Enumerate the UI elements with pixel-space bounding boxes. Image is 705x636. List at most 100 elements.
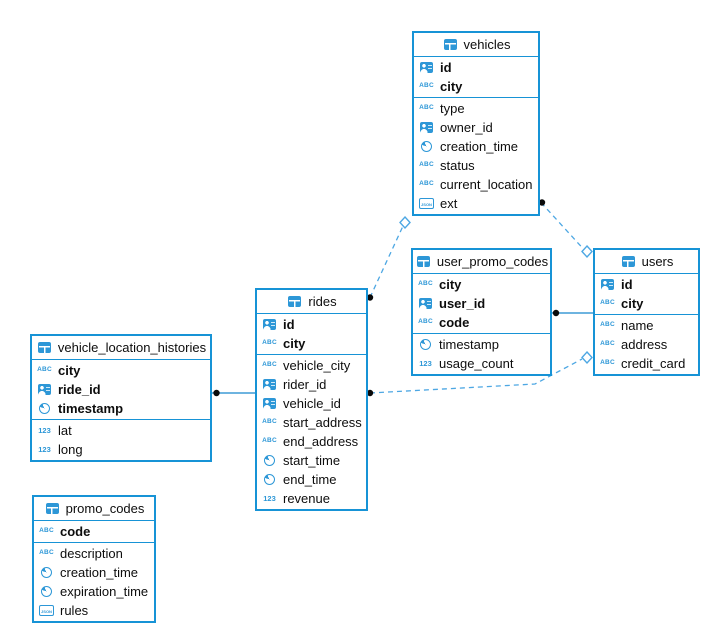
123-icon — [36, 443, 53, 456]
column-label: address — [621, 337, 668, 352]
column-row[interactable]: name — [595, 316, 698, 335]
column-row[interactable]: city — [595, 294, 698, 313]
column-label: vehicle_city — [283, 358, 351, 373]
table-title: user_promo_codes — [436, 254, 549, 269]
column-row[interactable]: id — [414, 58, 538, 77]
column-row[interactable]: status — [414, 156, 538, 175]
column-row[interactable]: end_time — [257, 470, 366, 489]
column-row[interactable]: city — [32, 361, 210, 380]
clock-icon — [261, 473, 278, 486]
id-badge-icon — [417, 297, 434, 310]
column-row[interactable]: lat — [32, 421, 210, 440]
column-row[interactable]: address — [595, 335, 698, 354]
column-row[interactable]: type — [414, 99, 538, 118]
table-header[interactable]: rides — [257, 290, 366, 314]
column-row[interactable]: creation_time — [34, 563, 154, 582]
column-row[interactable]: expiration_time — [34, 582, 154, 601]
column-row[interactable]: city — [413, 275, 550, 294]
id-badge-icon — [261, 378, 278, 391]
column-label: name — [621, 318, 654, 333]
column-row[interactable]: city — [414, 77, 538, 96]
abc-icon — [261, 359, 278, 372]
column-row[interactable]: code — [34, 522, 154, 541]
connector-dot — [366, 294, 374, 301]
column-row[interactable]: description — [34, 544, 154, 563]
column-row[interactable]: vehicle_city — [257, 356, 366, 375]
abc-icon — [38, 547, 55, 560]
table-header[interactable]: vehicle_location_histories — [32, 336, 210, 360]
clock-icon — [418, 140, 435, 153]
column-label: city — [440, 79, 463, 94]
primary-key-section: id city — [595, 274, 698, 315]
table-vehicle_location_histories[interactable]: vehicle_location_histories city ride_id … — [30, 334, 212, 462]
column-label: type — [440, 101, 465, 116]
column-label: owner_id — [440, 120, 493, 135]
column-row[interactable]: long — [32, 440, 210, 459]
column-row[interactable]: id — [257, 315, 366, 334]
primary-key-section: id city — [414, 57, 538, 98]
abc-icon — [599, 297, 616, 310]
column-row[interactable]: owner_id — [414, 118, 538, 137]
table-promo_codes[interactable]: promo_codes code description creation_ti… — [32, 495, 156, 623]
column-row[interactable]: code — [413, 313, 550, 332]
columns-section: name address credit_card — [595, 315, 698, 374]
column-row[interactable]: usage_count — [413, 354, 550, 373]
table-title: promo_codes — [65, 501, 145, 516]
primary-key-section: city ride_id timestamp — [32, 360, 210, 420]
column-row[interactable]: id — [595, 275, 698, 294]
id-badge-icon — [36, 383, 53, 396]
column-row[interactable]: end_address — [257, 432, 366, 451]
123-icon — [36, 424, 53, 437]
table-vehicles[interactable]: vehicles id city type owner_id c — [412, 31, 540, 216]
column-label: id — [283, 317, 295, 332]
table-icon — [36, 341, 53, 354]
table-users[interactable]: users id city name address credi — [593, 248, 700, 376]
column-label: creation_time — [440, 139, 519, 154]
column-label: usage_count — [439, 356, 514, 371]
column-row[interactable]: ride_id — [32, 380, 210, 399]
column-label: id — [621, 277, 633, 292]
column-row[interactable]: vehicle_id — [257, 394, 366, 413]
table-header[interactable]: promo_codes — [34, 497, 154, 521]
column-row[interactable]: revenue — [257, 489, 366, 508]
connector-dot — [552, 309, 560, 317]
abc-icon — [36, 364, 53, 377]
column-row[interactable]: timestamp — [413, 335, 550, 354]
table-user_promo_codes[interactable]: user_promo_codes city user_id code times… — [411, 248, 552, 376]
abc-icon — [418, 178, 435, 191]
json-icon — [38, 604, 55, 617]
column-row[interactable]: rider_id — [257, 375, 366, 394]
abc-icon — [599, 357, 616, 370]
connection-vehicles-users[interactable] — [540, 202, 584, 249]
table-rides[interactable]: rides id city vehicle_city rider_id — [255, 288, 368, 511]
abc-icon — [418, 159, 435, 172]
table-title: vehicle_location_histories — [57, 340, 207, 355]
table-header[interactable]: vehicles — [414, 33, 538, 57]
column-row[interactable]: current_location — [414, 175, 538, 194]
table-header[interactable]: user_promo_codes — [413, 250, 550, 274]
column-label: end_time — [283, 472, 337, 487]
123-icon — [417, 357, 434, 370]
column-row[interactable]: user_id — [413, 294, 550, 313]
primary-key-section: city user_id code — [413, 274, 550, 334]
table-title: vehicles — [463, 37, 511, 52]
abc-icon — [599, 338, 616, 351]
column-row[interactable]: timestamp — [32, 399, 210, 418]
connection-rides-vehicles[interactable] — [369, 225, 404, 298]
column-row[interactable]: city — [257, 334, 366, 353]
column-row[interactable]: start_address — [257, 413, 366, 432]
json-icon — [418, 197, 435, 210]
column-label: vehicle_id — [283, 396, 341, 411]
column-row[interactable]: ext — [414, 194, 538, 213]
column-row[interactable]: credit_card — [595, 354, 698, 373]
column-row[interactable]: creation_time — [414, 137, 538, 156]
column-row[interactable]: rules — [34, 601, 154, 620]
connection-rides-users[interactable] — [369, 358, 583, 394]
table-header[interactable]: users — [595, 250, 698, 274]
abc-icon — [261, 435, 278, 448]
column-label: city — [621, 296, 644, 311]
table-icon — [415, 255, 432, 268]
connector-diamond — [581, 350, 593, 365]
column-row[interactable]: start_time — [257, 451, 366, 470]
